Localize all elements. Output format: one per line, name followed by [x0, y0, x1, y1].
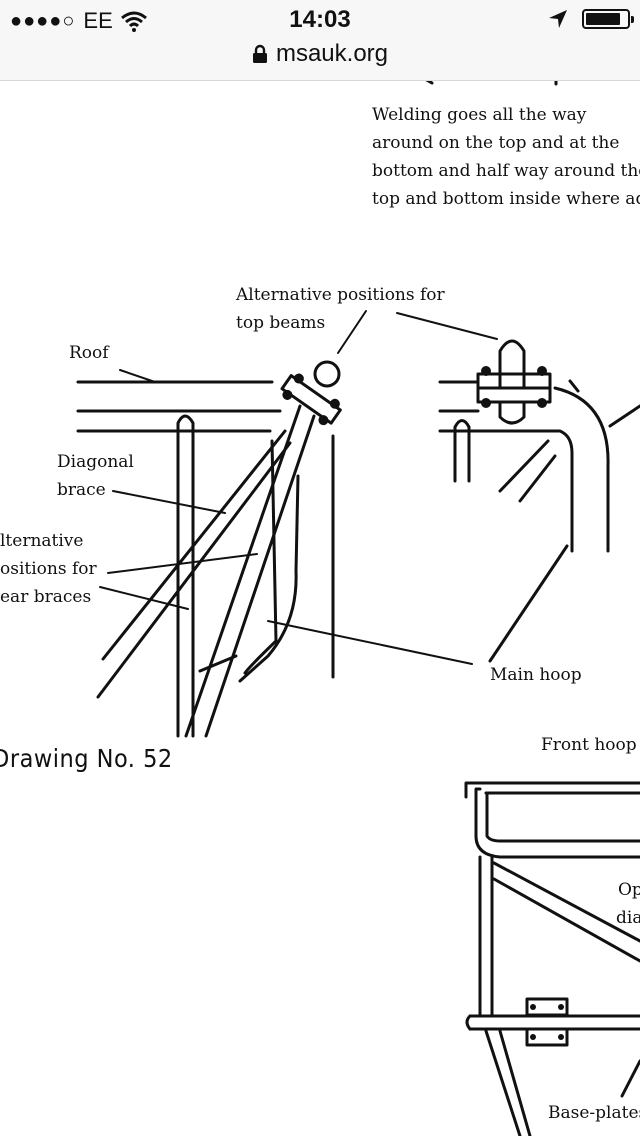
status-bar: ●●●●○ EE 14:03 msauk.org — [0, 0, 640, 81]
page-content: Welding goes all the way around on the t… — [0, 81, 640, 1136]
wifi-icon — [120, 11, 147, 32]
welding-note-line-3: bottom and half way around the — [372, 161, 640, 181]
label-op-2: dia — [616, 908, 640, 928]
carrier-name: EE — [83, 8, 113, 33]
left-roll-cage-detail — [76, 310, 498, 738]
status-left: ●●●●○ EE — [10, 8, 147, 34]
label-alt-rear-2: ositions for — [0, 559, 97, 579]
signal-strength-icon: ●●●●○ — [10, 9, 76, 32]
label-roof: Roof — [69, 343, 109, 363]
label-alt-rear-3: ear braces — [0, 587, 92, 607]
lock-icon — [252, 44, 267, 63]
label-front-hoop: Front hoop — [541, 735, 637, 755]
technical-drawing — [76, 81, 640, 1136]
label-alt-rear-1: lternative — [0, 531, 84, 551]
label-diagonal-2: brace — [57, 480, 106, 500]
url-text: msauk.org — [275, 40, 389, 67]
label-op-1: Op — [618, 880, 640, 900]
label-alt-top-beams-2: top beams — [236, 313, 326, 333]
right-roll-cage-detail — [438, 339, 640, 663]
label-diagonal-1: Diagonal — [57, 452, 134, 472]
battery-level — [586, 13, 620, 25]
label-base-plates: Base-plates — [548, 1103, 640, 1123]
address-bar[interactable]: msauk.org — [0, 40, 640, 68]
label-alt-top-beams-1: Alternative positions for — [236, 285, 445, 305]
battery-icon — [582, 9, 634, 29]
status-time: 14:03 — [289, 6, 351, 33]
welding-note-line-4: top and bottom inside where ad — [372, 189, 640, 209]
status-right — [548, 9, 634, 29]
location-arrow-icon — [549, 10, 567, 28]
welding-note-line-1: Welding goes all the way — [372, 105, 587, 125]
label-main-hoop: Main hoop — [490, 665, 582, 685]
welding-note-line-2: around on the top and at the — [372, 133, 620, 153]
drawing-caption: Drawing No. 52 — [0, 744, 173, 773]
front-hoop-detail — [464, 781, 640, 1136]
